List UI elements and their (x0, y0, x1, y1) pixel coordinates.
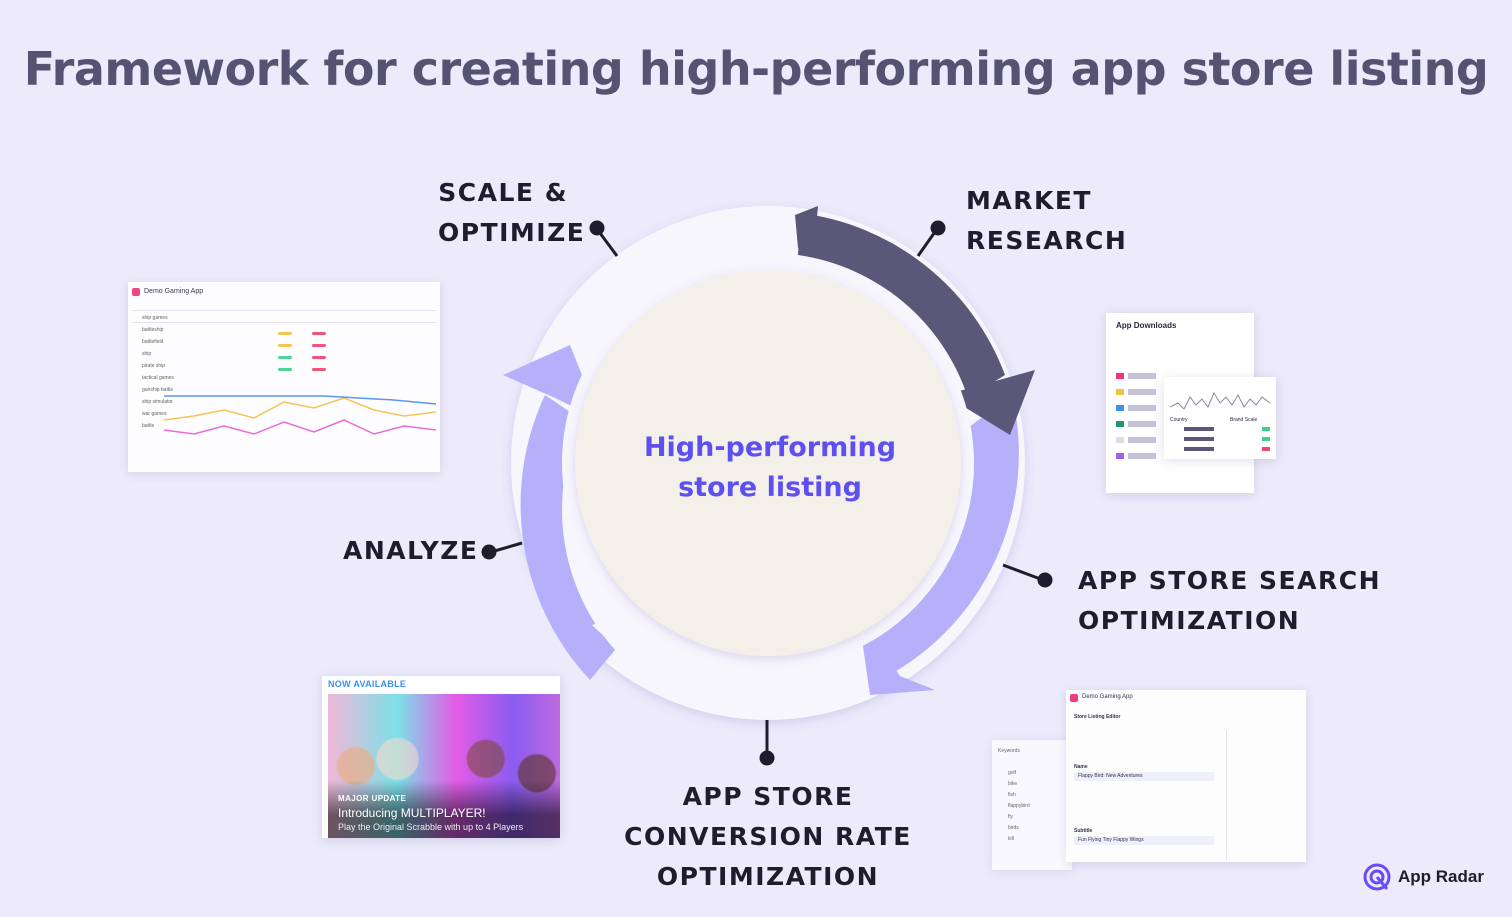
promo-caption-kicker: MAJOR UPDATE (338, 794, 407, 803)
arc-market (798, 213, 1005, 398)
keyword: battle (142, 423, 155, 429)
app-icon (1070, 694, 1078, 702)
arc-analyze (520, 395, 615, 680)
keyword: ship simulator (142, 399, 173, 405)
stage-label-line: CONVERSION RATE (624, 822, 912, 851)
keywords-label: Keywords (998, 748, 1020, 754)
keyword: gunship battle (142, 387, 174, 393)
country-label: Country (1170, 417, 1188, 423)
stage-market-research: MARKET RESEARCH (966, 181, 1127, 261)
arrowhead-aso (858, 612, 935, 695)
subtitle-value: Fun Flying Tiny Flappy Wings (1078, 837, 1144, 843)
promo-caption-title: Introducing MULTIPLAYER! (338, 806, 486, 820)
app-icon (132, 288, 140, 296)
app-name: Demo Gaming App (144, 288, 204, 295)
brand-scale-label: Brand Scale (1230, 417, 1258, 423)
promo-badge: NOW AVAILABLE (328, 679, 407, 689)
pin-market (930, 220, 946, 236)
arrowhead-cro (592, 610, 640, 670)
center-label: High-performing store listing (620, 428, 920, 508)
listing-editor-screenshot: Demo Gaming App Store Listing Editor Nam… (1066, 690, 1306, 862)
keyword: fish (1008, 792, 1016, 798)
name-label: Name (1074, 764, 1088, 770)
keyword: battleship (142, 327, 164, 333)
stage-label-line: OPTIMIZATION (1078, 606, 1301, 635)
keyword-list: ship games battleship battlefield ship p… (142, 312, 174, 432)
stage-label-line: SCALE & (438, 178, 568, 207)
promo-caption-sub: Play the Original Scrabble with up to 4 … (338, 822, 524, 832)
brand-name: App Radar (1398, 867, 1484, 886)
keyword: ship games (142, 315, 168, 321)
ranking-chart (164, 395, 436, 435)
pin-analyze (481, 544, 497, 560)
stage-label-line: RESEARCH (966, 226, 1128, 255)
keyword: fly (1008, 814, 1013, 820)
radar-logo-icon (1363, 863, 1391, 891)
page-title: Framework for creating high-performing a… (23, 42, 1489, 96)
subtitle-label: Subtitle (1074, 828, 1093, 834)
center-line-2: store listing (678, 472, 862, 503)
keyword: flappybird (1008, 803, 1030, 809)
keyword: ship (142, 351, 152, 357)
center-disk (575, 270, 961, 656)
keyword: golf (1008, 770, 1017, 776)
keyword: battlefield (142, 339, 164, 345)
pin-cro (759, 750, 775, 766)
stage-label-line: MARKET (966, 186, 1092, 215)
stage-scale-optimize: SCALE & OPTIMIZE (438, 173, 586, 253)
downloads-title: App Downloads (1116, 321, 1177, 330)
promo-image: MAJOR UPDATE Introducing MULTIPLAYER! Pl… (328, 694, 560, 838)
promo-screenshot: NOW AVAILABLE MAJOR UPDATE Introducing M… (322, 676, 560, 838)
keyword: birds (1008, 825, 1019, 831)
app-name: Demo Gaming App (1082, 694, 1133, 700)
keyword: kill (1008, 836, 1014, 842)
keyword-table-screenshot: Demo Gaming App ship games battleship ba… (128, 282, 440, 472)
keyword: war games (142, 411, 167, 417)
center-line-1: High-performing (643, 432, 897, 463)
keyword-list: golf bike fish flappybird fly birds kill (1008, 768, 1030, 845)
stage-conversion-rate-optimization: APP STORE CONVERSION RATE OPTIMIZATION (618, 777, 918, 897)
keyword: bike (1008, 781, 1018, 787)
stage-label-line: APP STORE (682, 782, 854, 811)
keyword-panel-screenshot: Keywords golf bike fish flappybird fly b… (992, 740, 1072, 870)
stage-label-line: OPTIMIZE (438, 218, 586, 247)
stage-label-line: ANALYZE (343, 536, 479, 565)
app-radar-logo: App Radar (1362, 862, 1484, 892)
pin-scale (589, 220, 605, 236)
stage-analyze: ANALYZE (343, 531, 478, 571)
stage-label-line: APP STORE SEARCH (1078, 566, 1381, 595)
pin-aso (1037, 572, 1053, 588)
name-value: Flappy Bird: New Adventures (1078, 773, 1143, 779)
keyword: tactical games (142, 375, 174, 381)
arrowhead-market (945, 370, 1035, 435)
downloads-sparkline (1170, 391, 1270, 410)
editor-title: Store Listing Editor (1074, 714, 1121, 720)
stage-app-store-search-optimization: APP STORE SEARCH OPTIMIZATION (1078, 561, 1381, 641)
downloads-detail-popup: Country Brand Scale (1164, 377, 1276, 459)
stage-label-line: OPTIMIZATION (656, 862, 880, 891)
keyword: pirate ship (142, 363, 166, 369)
